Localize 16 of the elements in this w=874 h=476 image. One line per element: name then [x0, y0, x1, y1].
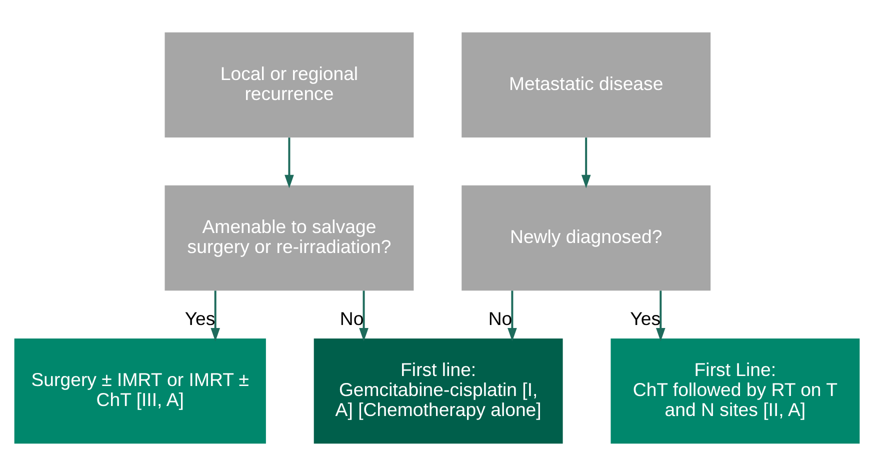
node-box: Surgery ± IMRT or IMRT ± ChT [III, A] [14, 338, 266, 444]
node-box: Local or regional recurrence [164, 32, 414, 138]
arrow [581, 138, 591, 188]
arrow [508, 290, 517, 342]
edge-label: Yes [184, 308, 216, 329]
node-box: Amenable to salvage surgery or re-irradiation? [164, 185, 414, 291]
arrow [284, 138, 294, 188]
arrow [210, 290, 220, 342]
arrow [656, 290, 666, 342]
edge-label: No [340, 308, 364, 329]
node-box: First line: Gemcitabine-cisplatin [I, A] [Chemotherapy alone] [314, 338, 563, 444]
node-box: Newly diagnosed? [462, 185, 711, 291]
node-box: First Line: ChT followed by RT on T and N sites [II, A] [610, 338, 860, 444]
node-box: Metastatic disease [462, 32, 711, 138]
edge-label: No [488, 308, 512, 329]
arrow [359, 290, 368, 342]
